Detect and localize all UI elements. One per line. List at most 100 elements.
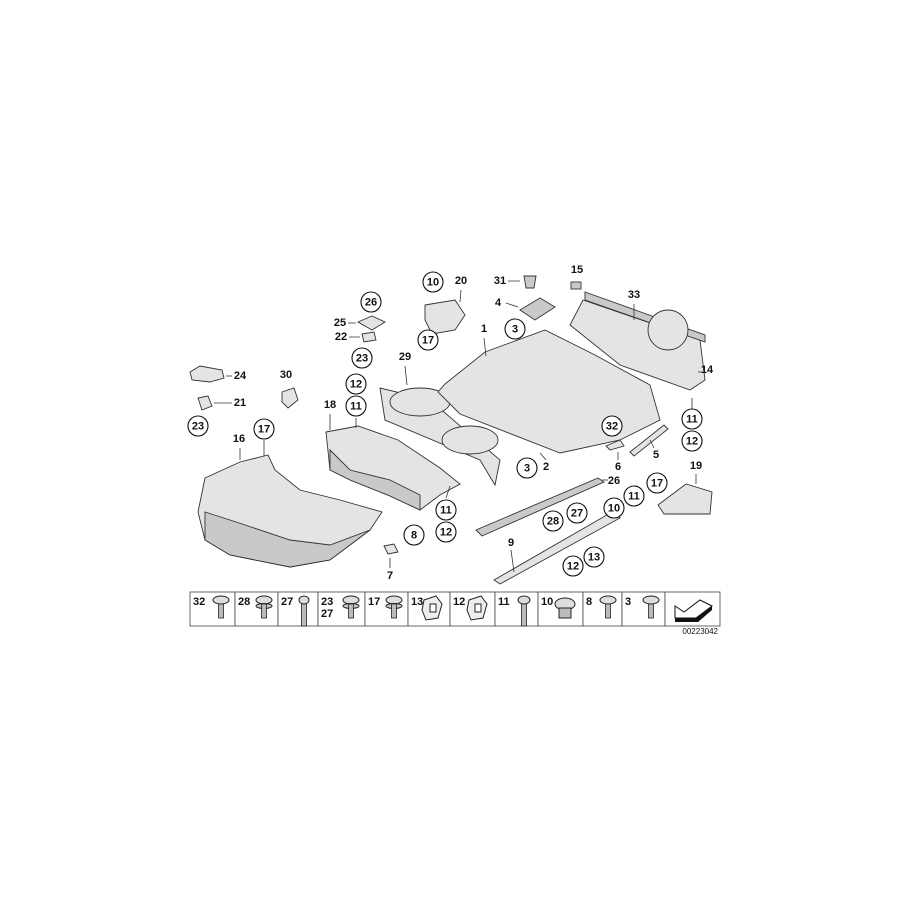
callout-label: 12 [350, 379, 362, 391]
clip-nut-icon [466, 595, 488, 621]
legend-number: 3 [625, 596, 631, 608]
callout-label: 11 [686, 414, 698, 426]
callout-label: 15 [571, 264, 583, 276]
callout-circle [646, 472, 668, 494]
part-25-22-small-parts [348, 315, 386, 343]
callout-label: 29 [399, 351, 411, 363]
callout-circle [345, 373, 367, 395]
callout-circle [601, 415, 623, 437]
part-21-bracket [197, 395, 232, 411]
part-24-cover [189, 365, 232, 383]
flange-screw-icon [342, 595, 360, 619]
flange-screw-icon [255, 595, 273, 619]
callout-circle [435, 499, 457, 521]
callout-circle [516, 457, 538, 479]
callout-circle [623, 485, 645, 507]
callout-label: 27 [571, 508, 583, 520]
callout-circle [603, 497, 625, 519]
spring-clip-icon [421, 595, 443, 621]
callout-circle [417, 329, 439, 351]
circled-callout: 10 [422, 271, 444, 293]
legend-cell: 10 [537, 591, 584, 627]
screw-icon [599, 595, 617, 619]
callout-label: 12 [567, 561, 579, 573]
callout-label: 3 [512, 324, 518, 336]
callout-circle [345, 395, 367, 417]
legend-number: 11 [498, 596, 510, 608]
callout-label: 23 [192, 421, 204, 433]
callout-label: 28 [547, 516, 559, 528]
expanding-rivet-icon [385, 595, 403, 619]
callout-label: 11 [440, 505, 452, 517]
callout-circle [562, 555, 584, 577]
callout-circle [187, 415, 209, 437]
diagram-code: 00223042 [682, 627, 718, 636]
callout-label: 16 [233, 433, 245, 445]
plain-labels: 20 31 15 33 4 1 25 22 29 24 30 21 18 16 … [233, 264, 714, 582]
legend-number: 28 [238, 596, 250, 608]
legend-number: 32 [193, 596, 205, 608]
callout-circle [681, 408, 703, 430]
callout-label: 11 [350, 401, 362, 413]
callout-label: 9 [508, 537, 514, 549]
callout-label: 8 [411, 530, 417, 542]
circled-callout: 11 [345, 395, 367, 417]
part-26-rail [475, 477, 608, 537]
part-18-storage-box [325, 414, 461, 511]
part-19-trim [657, 474, 713, 515]
legend-number: 12 [453, 596, 465, 608]
circled-callout: 12 [562, 555, 584, 577]
callout-label: 23 [356, 353, 368, 365]
circled-callout: 10 [603, 497, 625, 519]
callout-label: 33 [628, 289, 640, 301]
circled-callout: 12 [681, 430, 703, 452]
legend-cell: 28 [234, 591, 279, 627]
callout-label: 20 [455, 275, 467, 287]
circled-callout: 32 [601, 415, 623, 437]
callout-label: 22 [335, 331, 347, 343]
circled-callout: 13 [583, 546, 605, 568]
callout-label: 12 [440, 527, 452, 539]
long-screw-icon [517, 595, 531, 627]
circled-callout: 27 [566, 502, 588, 524]
legend-cell: 13 [407, 591, 451, 627]
callout-label: 6 [615, 461, 621, 473]
callout-circle [422, 271, 444, 293]
callout-circle [253, 418, 275, 440]
legend-number: 10 [541, 596, 553, 608]
legend-number: 23 [321, 596, 333, 608]
callout-circle [351, 347, 373, 369]
legend-cell: 11 [494, 591, 539, 627]
part-20-holder [424, 289, 466, 335]
callout-circle [360, 291, 382, 313]
part-7-clip [383, 543, 399, 568]
callout-circle [566, 502, 588, 524]
part-5-gas-strut [629, 424, 669, 457]
legend-number: 13 [411, 596, 423, 608]
part-4-handle [505, 275, 556, 321]
circled-callout: 3 [504, 318, 526, 340]
socket-bolt-icon [298, 595, 310, 627]
legend-number: 27 [281, 596, 293, 608]
circled-callout: 23 [351, 347, 373, 369]
circled-callout: 17 [417, 329, 439, 351]
callout-label: 32 [606, 421, 618, 433]
legend-cell: 32 [189, 591, 236, 627]
legend-cell: 8 [582, 591, 623, 627]
callout-label: 26 [365, 297, 377, 309]
callout-circle [435, 521, 457, 543]
callout-label: 11 [628, 491, 640, 503]
part-15-cap [570, 281, 582, 290]
callout-label: 21 [234, 397, 246, 409]
callout-label: 2 [543, 461, 549, 473]
callout-label: 30 [280, 369, 292, 381]
circled-callout: 23 [187, 415, 209, 437]
circled-callout: 17 [646, 472, 668, 494]
callout-label: 17 [651, 478, 663, 490]
callout-circle [403, 524, 425, 546]
circled-callout: 11 [435, 499, 457, 521]
